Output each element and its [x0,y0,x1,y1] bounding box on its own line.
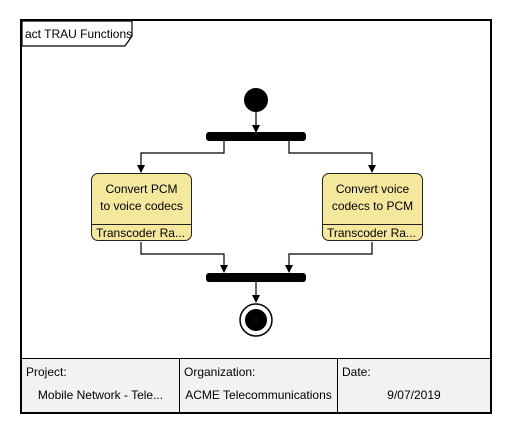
date-value: 9/07/2019 [387,388,441,402]
action-divider [92,224,191,225]
activity-final-inner [245,309,267,331]
organization-label: Organization: [184,365,256,379]
initial-node[interactable] [244,88,268,112]
flow-action-left-to-join [140,242,228,273]
action-partition-label: Transcoder Ra... [327,226,416,240]
action-title-line2: to voice codecs [100,199,183,213]
frame-label-tab [21,20,133,47]
join-bar[interactable] [206,273,306,282]
flow-fork-to-action-left [137,141,225,173]
footer-date-cell: Date: 9/07/2019 [338,359,490,412]
action-title: Convert PCM to voice codecs [92,181,191,215]
frame-label: act TRAU Functions [25,27,133,41]
fork-bar[interactable] [206,132,306,141]
action-convert-voice-codecs-to-pcm[interactable]: Convert voice codecs to PCM Transcoder R… [322,173,423,241]
organization-value: ACME Telecommunications [185,388,332,402]
action-partition-label: Transcoder Ra... [96,226,185,240]
action-title-line1: Convert PCM [105,182,178,196]
project-value: Mobile Network - Tele... [37,388,164,402]
flow-action-right-to-join [285,242,373,273]
footer-project-cell: Project: Mobile Network - Tele... [22,359,180,412]
action-title-line1: Convert voice [335,182,410,196]
action-title-line2: codecs to PCM [331,199,414,213]
action-title: Convert voice codecs to PCM [323,181,422,215]
project-label: Project: [26,365,67,379]
action-divider [323,224,422,225]
diagram-footer: Project: Mobile Network - Tele... Organi… [20,358,492,414]
footer-organization-cell: Organization: ACME Telecommunications [180,359,338,412]
date-label: Date: [342,365,371,379]
action-convert-pcm-to-voice-codecs[interactable]: Convert PCM to voice codecs Transcoder R… [91,173,192,241]
flow-fork-to-action-right [288,141,376,173]
